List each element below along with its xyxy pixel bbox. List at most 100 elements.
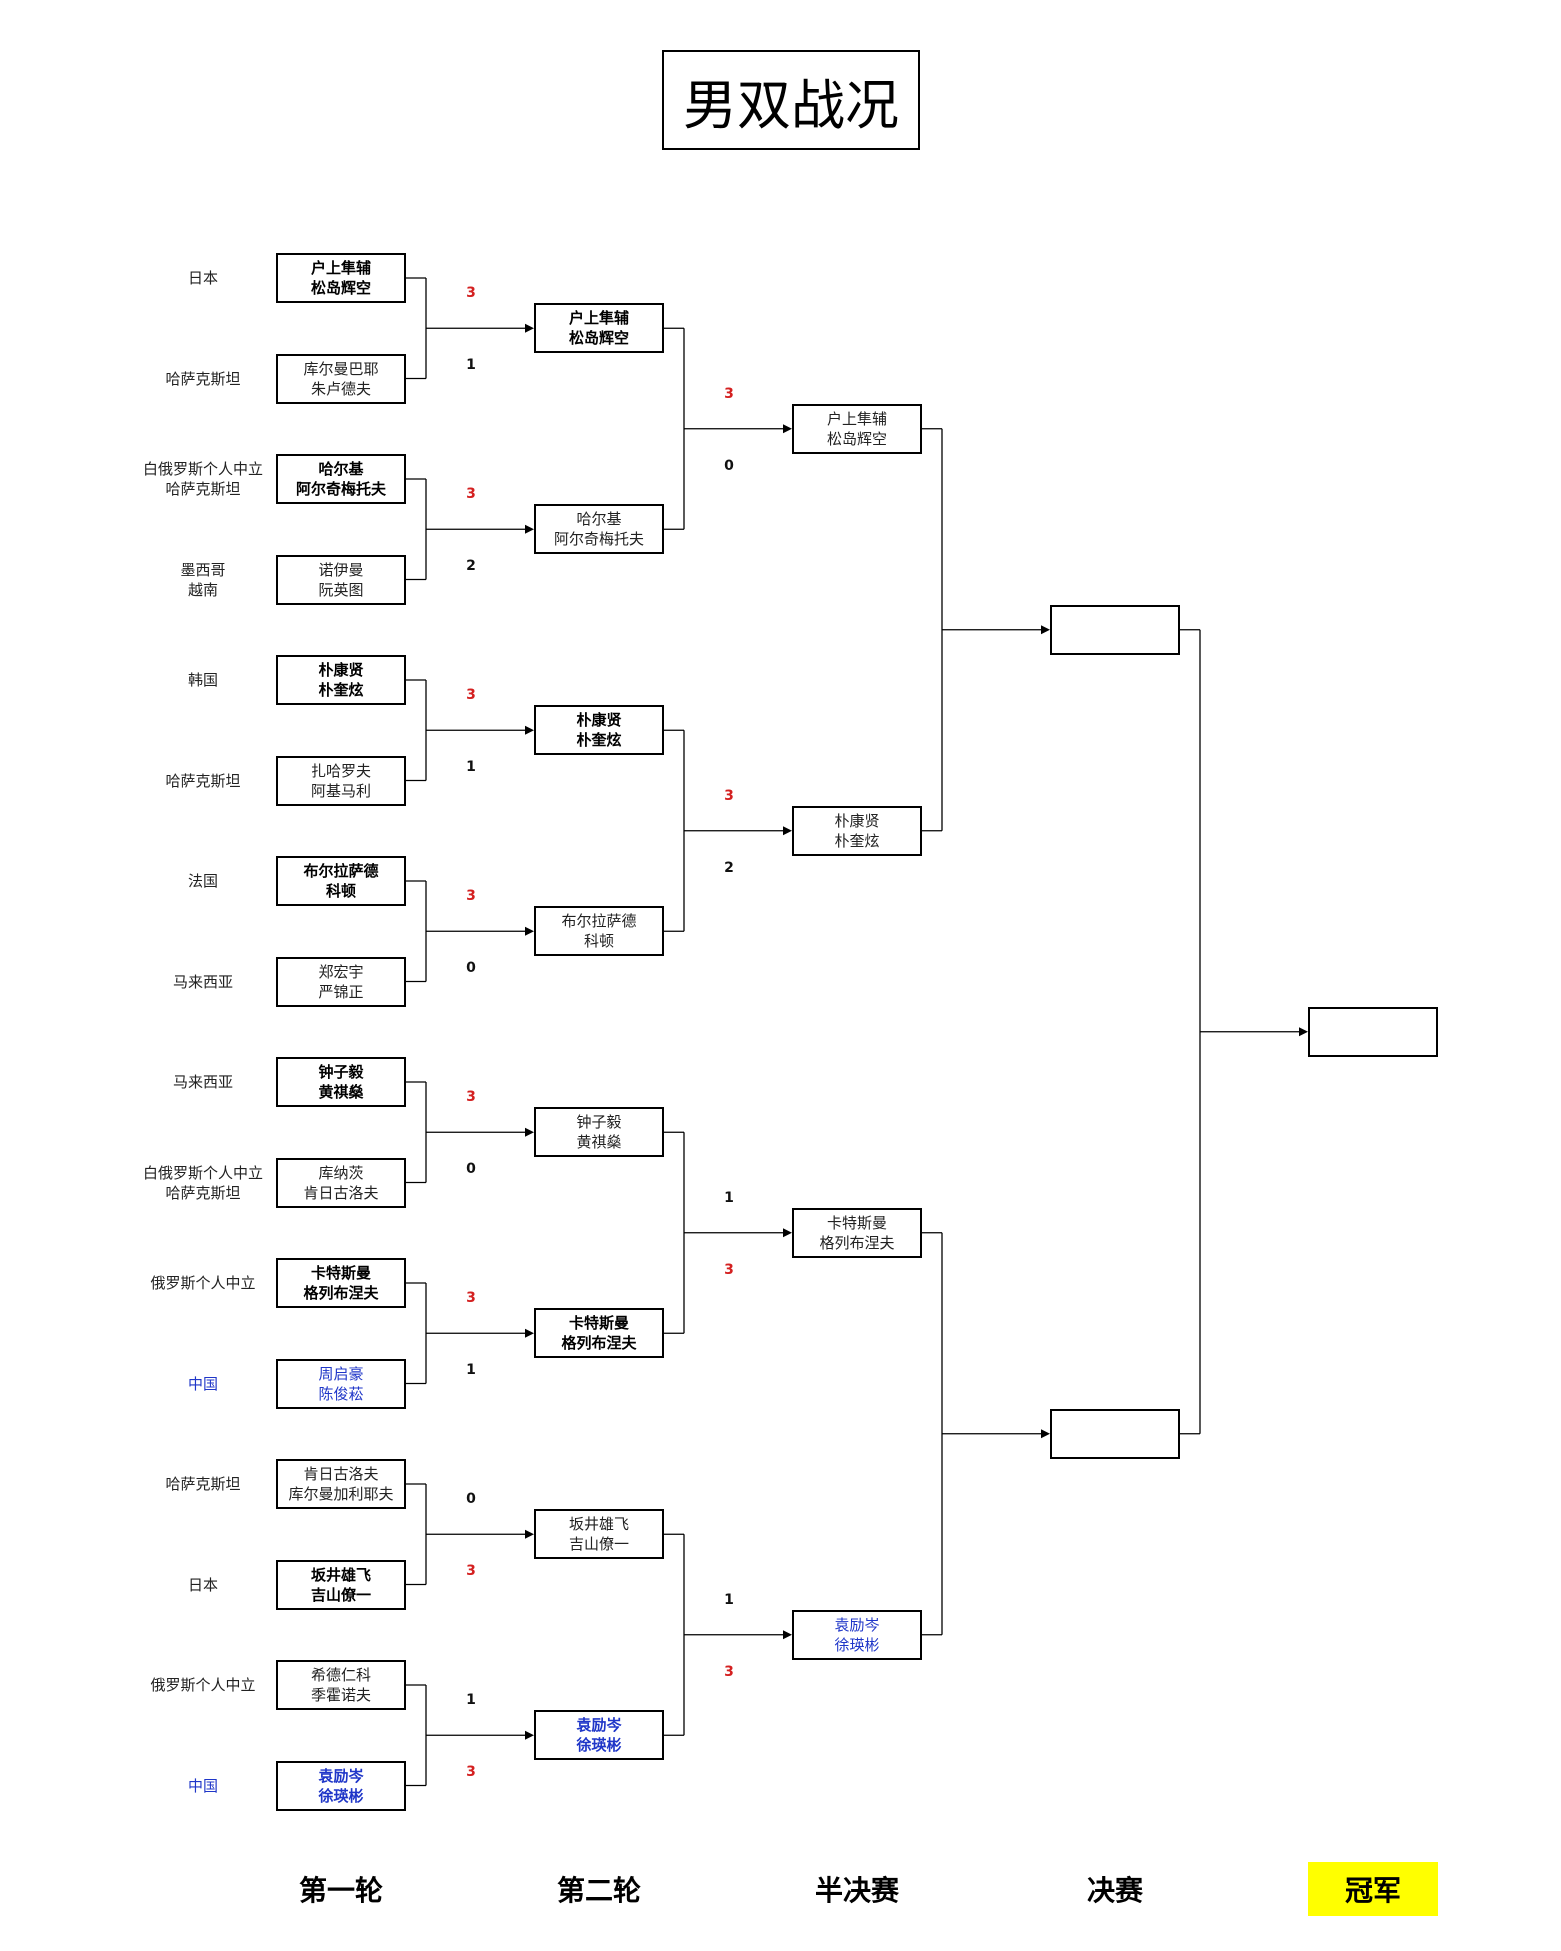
round1-team-box: 卡特斯曼格列布涅夫	[276, 1258, 406, 1308]
semifinal-team-box: 卡特斯曼格列布涅夫	[792, 1207, 922, 1258]
player-name: 肯日古洛夫	[303, 1183, 379, 1202]
country-name: 韩国	[187, 671, 218, 689]
player-name: 松岛辉空	[568, 329, 629, 348]
country-name: 墨西哥	[180, 560, 226, 579]
round1-team-box: 郑宏宇严锦正	[276, 956, 406, 1007]
country-label: 哈萨克斯坦	[128, 369, 278, 389]
match-score: 1	[466, 759, 476, 776]
round1-team-box: 诺伊曼阮英图	[276, 554, 406, 605]
country-label: 哈萨克斯坦	[128, 1474, 278, 1494]
player-name: 钟子毅	[318, 1063, 364, 1081]
country-name: 哈萨克斯坦	[165, 1183, 241, 1202]
country-name: 越南	[187, 580, 218, 599]
player-name: 袁励岑	[576, 1716, 622, 1735]
player-name: 库尔曼加利耶夫	[288, 1485, 394, 1503]
semifinal-team-box: 袁励岑徐瑛彬	[792, 1609, 922, 1660]
player-name: 吉山僚一	[310, 1585, 371, 1604]
player-name: 格列布涅夫	[303, 1284, 379, 1302]
round-label: 第一轮	[298, 1874, 383, 1907]
champion-box	[1308, 1006, 1438, 1057]
arrow-head	[525, 1730, 534, 1740]
player-name: 朴奎炫	[576, 731, 622, 750]
country-name: 日本	[187, 1575, 218, 1594]
player-name: 格列布涅夫	[561, 1334, 637, 1353]
player-name: 袁励岑	[834, 1615, 880, 1634]
arrow-head	[1299, 1027, 1308, 1037]
country-label: 法国	[128, 871, 278, 891]
player-name: 钟子毅	[576, 1113, 622, 1132]
round2-team-box: 哈尔基阿尔奇梅托夫	[534, 504, 664, 555]
match-score: 3	[466, 888, 476, 905]
arrow-head	[525, 524, 534, 534]
final-team-box	[1050, 1408, 1180, 1459]
round1-team-box: 肯日古洛夫库尔曼加利耶夫	[276, 1459, 406, 1509]
country-name: 白俄罗斯个人中立	[142, 1163, 263, 1182]
country-name: 中国	[187, 1374, 218, 1393]
arrow-head	[783, 424, 792, 434]
country-name: 哈萨克斯坦	[165, 1475, 241, 1493]
player-name: 阿尔奇梅托夫	[553, 530, 644, 549]
match-score: 0	[466, 1161, 476, 1178]
arrow-head	[1041, 1429, 1050, 1439]
player-name: 徐瑛彬	[576, 1736, 622, 1755]
round2-team-box: 朴康贤朴奎炫	[534, 705, 664, 756]
match-score: 3	[724, 1261, 734, 1278]
round1-team-box: 哈尔基阿尔奇梅托夫	[276, 454, 406, 504]
player-name: 布尔拉萨德	[561, 912, 637, 931]
player-name: 卡特斯曼	[310, 1264, 371, 1282]
country-name: 俄罗斯个人中立	[150, 1676, 256, 1694]
round-label: 半决赛	[814, 1874, 899, 1907]
country-label: 日本	[128, 1575, 278, 1595]
round-label: 冠军	[1308, 1862, 1438, 1916]
match-score: 0	[724, 457, 734, 474]
country-name: 日本	[187, 269, 218, 287]
arrow-head	[525, 323, 534, 333]
player-name: 黄祺燊	[576, 1133, 622, 1152]
round2-team-box: 钟子毅黄祺燊	[534, 1107, 664, 1158]
arrow-head	[525, 1127, 534, 1137]
arrow-head	[525, 1328, 534, 1338]
round-label: 决赛	[1086, 1874, 1143, 1907]
country-label: 日本	[128, 268, 278, 288]
player-name: 诺伊曼	[318, 560, 364, 579]
player-name: 朴康贤	[576, 711, 622, 730]
round1-team-box: 库尔曼巴耶朱卢德夫	[276, 353, 406, 404]
player-name: 黄祺燊	[318, 1083, 364, 1101]
arrow-head	[783, 1228, 792, 1238]
player-name: 卡特斯曼	[568, 1314, 629, 1333]
player-name: 朴康贤	[318, 661, 364, 679]
round2-team-box: 户上隼辅松岛辉空	[534, 303, 664, 354]
arrow-head	[525, 725, 534, 735]
country-label: 哈萨克斯坦	[128, 771, 278, 791]
player-name: 阿基马利	[310, 781, 371, 800]
match-score: 3	[466, 1089, 476, 1106]
player-name: 库纳茨	[318, 1163, 364, 1182]
match-score: 3	[724, 787, 734, 804]
round2-team-box: 坂井雄飞吉山僚一	[534, 1509, 664, 1560]
country-name: 俄罗斯个人中立	[150, 1274, 256, 1292]
player-name: 朱卢德夫	[310, 379, 371, 398]
player-name: 松岛辉空	[826, 429, 887, 448]
match-score: 2	[724, 859, 734, 876]
player-name: 朴康贤	[834, 811, 880, 830]
country-label: 白俄罗斯个人中立哈萨克斯坦	[128, 1163, 278, 1203]
country-name: 哈萨克斯坦	[165, 369, 241, 388]
round2-team-box: 布尔拉萨德科顿	[534, 906, 664, 957]
round1-team-box: 袁励岑徐瑛彬	[276, 1760, 406, 1811]
player-name: 肯日古洛夫	[303, 1465, 379, 1483]
round1-team-box: 扎哈罗夫阿基马利	[276, 755, 406, 806]
player-name: 朴奎炫	[318, 681, 364, 699]
player-name: 哈尔基	[576, 510, 622, 529]
match-score: 3	[724, 385, 734, 402]
match-score: 1	[466, 357, 476, 374]
country-label: 中国	[128, 1776, 278, 1796]
player-name: 吉山僚一	[568, 1535, 629, 1554]
match-score: 3	[466, 1563, 476, 1580]
country-label: 白俄罗斯个人中立哈萨克斯坦	[128, 459, 278, 499]
country-name: 法国	[187, 872, 218, 890]
country-label: 马来西亚	[128, 1072, 278, 1092]
round2-team-box: 袁励岑徐瑛彬	[534, 1710, 664, 1761]
player-name: 哈尔基	[318, 460, 364, 478]
